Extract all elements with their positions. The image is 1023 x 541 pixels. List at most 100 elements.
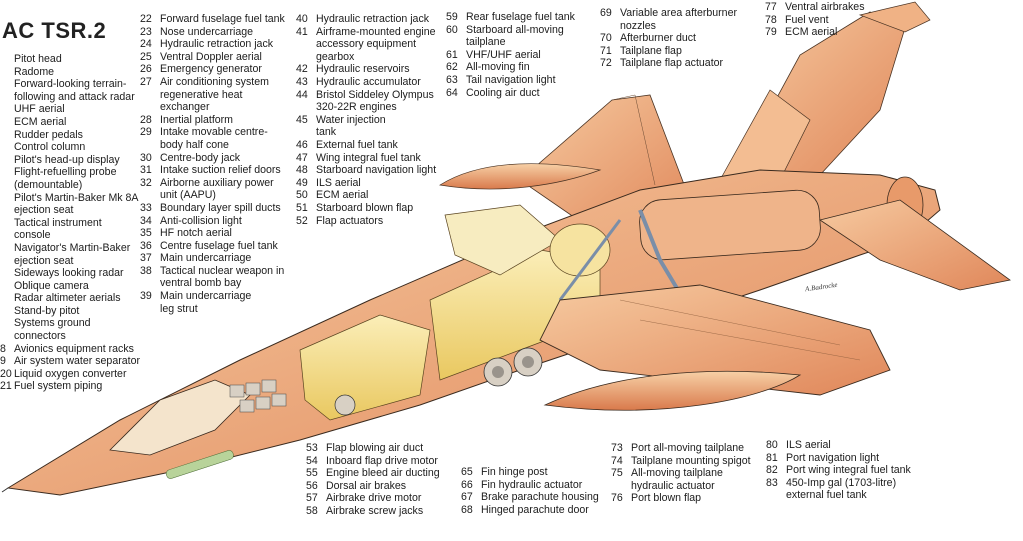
legend-item-label: Air system water separator xyxy=(14,355,140,368)
legend-item-label: Port all-moving tailplane xyxy=(631,442,745,454)
legend-item-label: Anti-collision light xyxy=(160,214,242,227)
legend-item-number xyxy=(0,305,14,318)
legend-item-number: 31 xyxy=(140,164,152,177)
main-undercarriage xyxy=(483,347,543,387)
legend-item-number: 49 xyxy=(296,176,308,189)
legend-item: Control column xyxy=(0,141,140,154)
legend-item-label: ECM aerial xyxy=(316,189,369,202)
legend-item-label: Intake movable centre- body half cone xyxy=(160,126,268,151)
legend-item-label: ECM aerial xyxy=(785,26,838,39)
legend-item-number: 60 xyxy=(446,23,458,36)
legend-item-label: Rudder pedals xyxy=(14,128,83,141)
legend-item-label: Navigator's Martin-Baker ejection seat xyxy=(14,241,131,267)
legend-item-number xyxy=(0,103,14,116)
legend-item-number: 44 xyxy=(296,88,308,101)
legend-item-number: 8 xyxy=(0,342,6,355)
legend-item-label: Brake parachute housing xyxy=(481,491,599,504)
legend-item-number: 23 xyxy=(140,25,152,38)
legend-item-number: 68 xyxy=(461,503,473,516)
legend-item: 61 VHF/UHF aerial xyxy=(446,49,575,62)
legend-item-label: Ventral airbrakes xyxy=(785,1,865,13)
legend-item-label: Tail navigation light xyxy=(466,73,556,86)
legend-item-number: 32 xyxy=(140,176,152,189)
legend-item-number xyxy=(0,317,14,342)
legend-item: 39 Main undercarriage leg strut xyxy=(140,290,285,315)
legend-item-label: Tactical nuclear weapon in ventral bomb … xyxy=(160,264,285,290)
legend-item-label: Tailplane flap actuator xyxy=(620,57,724,70)
legend-item-number: 46 xyxy=(296,138,308,151)
legend-item-label: Hydraulic retraction jack xyxy=(316,13,430,25)
avionics-racks xyxy=(229,379,287,413)
legend-item-label: Bristol Siddeley Olympus 320-22R engines xyxy=(316,88,434,114)
legend-item-label: Hydraulic retraction jack xyxy=(160,38,274,51)
legend-item-label: Systems ground connectors xyxy=(14,317,91,343)
legend-item-number xyxy=(0,129,14,142)
legend-item: 55 Engine bleed air ducting xyxy=(306,467,440,480)
legend-item-number: 39 xyxy=(140,290,152,303)
legend-item-label: Liquid oxygen converter xyxy=(14,367,127,380)
legend-item-number: 36 xyxy=(140,239,152,252)
legend-item-label: Fin hydraulic actuator xyxy=(481,478,583,491)
legend-item-label: Pilot's head-up display xyxy=(14,153,120,166)
fin-tip xyxy=(858,1,931,33)
legend-item-label: Port blown flap xyxy=(631,492,702,505)
legend-item: Pilot's head-up display xyxy=(0,154,140,167)
legend-item-number: 40 xyxy=(296,13,308,25)
legend-item-label: Radome xyxy=(14,65,55,78)
legend-item-label: Pilot's Martin-Baker Mk 8A ejection seat xyxy=(14,191,139,217)
legend-item-number: 83 xyxy=(766,476,778,489)
legend-item-number: 30 xyxy=(140,151,152,164)
legend-item-label: Air conditioning system regenerative hea… xyxy=(160,75,269,114)
legend-item-label: Cooling air duct xyxy=(466,86,540,99)
legend-item-number: 61 xyxy=(446,48,458,61)
legend-item-number: 65 xyxy=(461,466,473,478)
legend-item: ECM aerial xyxy=(0,116,140,129)
legend-item-label: VHF/UHF aerial xyxy=(466,48,541,61)
legend-item-number: 48 xyxy=(296,164,308,177)
legend-item-label: Boundary layer spill ducts xyxy=(160,201,281,214)
legend-item: Stand-by pitot xyxy=(0,305,140,318)
legend-item-number: 62 xyxy=(446,61,458,74)
legend-item-label: Engine bleed air ducting xyxy=(326,467,440,480)
legend-item-number: 42 xyxy=(296,63,308,76)
liquid-oxygen-converter xyxy=(165,450,234,479)
legend-item-label: Avionics equipment racks xyxy=(14,342,134,355)
legend-item-label: Port wing integral fuel tank xyxy=(786,464,911,477)
legend-item-number: 37 xyxy=(140,252,152,265)
legend-item-label: Radar altimeter aerials xyxy=(14,292,121,305)
legend-item-label: Forward fuselage fuel tank xyxy=(160,13,285,25)
legend-item-label: Starboard blown flap xyxy=(316,201,414,214)
legend-item-number: 77 xyxy=(765,1,777,13)
legend-item-label: Dorsal air brakes xyxy=(326,479,407,492)
legend-item: Oblique camera xyxy=(0,280,140,293)
legend-item-number xyxy=(0,280,14,293)
starboard-external-tank xyxy=(439,163,602,190)
legend-item-number: 55 xyxy=(306,467,318,480)
legend-item-label: Flap actuators xyxy=(316,214,384,227)
legend-item-label: External fuel tank xyxy=(316,138,398,151)
legend-item-label: All-moving fin xyxy=(466,61,530,74)
legend-item: Pitot head xyxy=(0,53,140,66)
legend-item-label: Main undercarriage leg strut xyxy=(160,290,252,315)
legend-item-label: Control column xyxy=(14,141,86,154)
